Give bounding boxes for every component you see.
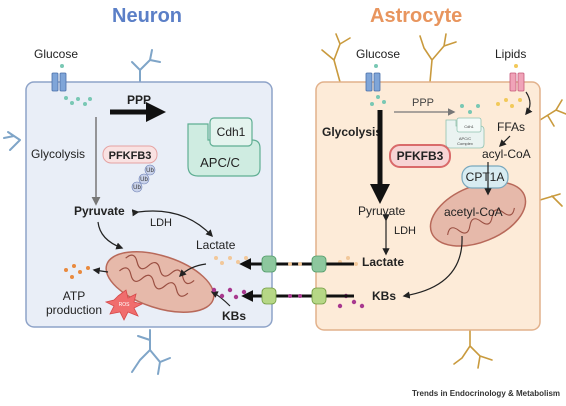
astrocyte-glucose-transporter xyxy=(365,72,381,92)
atp-dots xyxy=(64,264,90,279)
mito-to-atp-arrow xyxy=(92,267,109,275)
neuron-glucose-transporter xyxy=(51,72,67,92)
neuron-title: Neuron xyxy=(112,5,182,27)
ub-label-3: Ub xyxy=(133,185,141,191)
astrocyte-glucose-dots xyxy=(370,64,386,106)
neuron-branches xyxy=(3,49,171,375)
astrocyte-glucose-label: Glucose xyxy=(356,47,400,61)
atp-label: ATP xyxy=(63,289,85,303)
neuron-ppp-label: PPP xyxy=(127,93,151,107)
pyruvate-to-mito-arrow xyxy=(97,221,124,250)
kb-shuttle xyxy=(241,287,354,305)
astrocyte-complex-label: Complex xyxy=(457,141,473,146)
acyl-coa-label: acyl-CoA xyxy=(482,147,531,161)
neuron-glycolysis-label: Glycolysis xyxy=(31,147,85,161)
astrocyte-glycolysis-label: Glycolysis xyxy=(322,125,382,139)
ros-label: ROS xyxy=(119,302,131,308)
astrocyte-branches xyxy=(321,33,566,369)
ros-burst xyxy=(104,289,144,321)
neuron-ldh-arrow xyxy=(131,209,213,238)
ub-label-1: Ub xyxy=(146,168,154,174)
lipid-transporter xyxy=(509,72,525,92)
ffas-label: FFAs xyxy=(497,120,525,134)
apc-c-label: APC/C xyxy=(200,155,240,170)
neuron-glucose-label: Glucose xyxy=(34,47,78,61)
acetyl-to-kbs-arrow xyxy=(402,235,463,299)
neuron-kbs-label: KBs xyxy=(222,309,246,323)
astrocyte-cdh1-label: Cdh1 xyxy=(464,124,474,129)
acetyl-coa-label: acetyl-CoA xyxy=(444,205,503,219)
cpt1a-label: CPT1A xyxy=(466,170,505,184)
neuron-glucose-dots xyxy=(60,64,92,106)
neuron-lactate-label: Lactate xyxy=(196,238,236,252)
lactate-shuttle xyxy=(239,255,354,273)
lipids-to-ffas-arrow xyxy=(525,91,533,116)
astrocyte-ldh-label: LDH xyxy=(394,225,416,237)
neuron-pfkfb3-label: PFKFB3 xyxy=(109,150,152,162)
ffas-to-acyl-arrow xyxy=(498,135,511,148)
neuron-pyruvate-label: Pyruvate xyxy=(74,204,125,218)
astrocyte-pfkfb3-box xyxy=(389,144,451,168)
neuron-pfkfb3-box xyxy=(102,145,158,164)
astrocyte-apc-label: APC/C xyxy=(459,136,471,141)
astrocyte-kbs-label: KBs xyxy=(372,289,396,303)
astrocyte-pfkfb3-label: PFKFB3 xyxy=(397,149,444,163)
atp-production-label: production xyxy=(46,303,102,317)
ubiquitin-chain: Ub Ub Ub xyxy=(131,164,156,193)
lipids-label: Lipids xyxy=(495,47,526,61)
neuron-ldh-label: LDH xyxy=(150,217,172,229)
astrocyte-ppp-dots xyxy=(460,104,480,114)
astrocyte-pyruvate-label: Pyruvate xyxy=(358,204,406,218)
astrocyte-lactate-label: Lactate xyxy=(362,255,404,269)
apc-c-complex xyxy=(187,117,261,177)
lipid-dots xyxy=(496,64,522,108)
cpt1a-box xyxy=(461,165,509,189)
cdh1-label: Cdh1 xyxy=(217,125,246,139)
astrocyte-ppp-label: PPP xyxy=(412,97,434,109)
lactate-to-mito-arrow xyxy=(178,263,207,278)
astrocyte-mitochondrion xyxy=(429,181,527,247)
journal-footer: Trends in Endocrinology & Metabolism xyxy=(412,389,560,398)
astrocyte-title: Astrocyte xyxy=(370,5,462,27)
ub-label-2: Ub xyxy=(140,177,148,183)
